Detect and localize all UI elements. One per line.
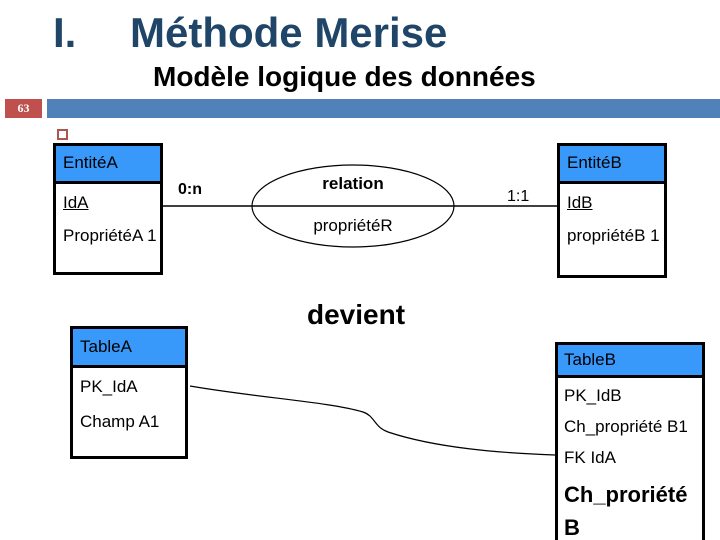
transform-label: devient xyxy=(307,299,406,330)
entity-b-identifier: IdB xyxy=(567,193,593,212)
entity-a-body: IdA PropriétéA 1 xyxy=(56,184,160,246)
table-b-body: PK_IdB Ch_propriété B1 FK IdA Ch_proriét… xyxy=(558,378,702,540)
table-a-body: PK_IdA Champ A1 xyxy=(73,368,185,432)
table-b-header: TableB xyxy=(558,345,702,378)
entity-a-box: EntitéA IdA PropriétéA 1 xyxy=(53,143,163,275)
entity-a-attribute: PropriétéA 1 xyxy=(63,226,157,245)
table-a-field: PK_IdA xyxy=(80,377,138,396)
relation-ellipse xyxy=(251,164,455,248)
slide-number-badge: 63 xyxy=(5,99,42,118)
header-divider-bar xyxy=(47,99,720,118)
table-b-field: Ch_propriété B1 xyxy=(564,417,688,436)
table-b-field: FK IdA xyxy=(564,448,616,467)
cardinality-right: 1:1 xyxy=(507,188,530,205)
table-b-emphasized-field: Ch_proriété B xyxy=(564,482,688,540)
entity-a-identifier: IdA xyxy=(63,193,89,212)
page-subtitle: Modèle logique des données xyxy=(153,61,536,92)
table-link-curve xyxy=(189,385,556,456)
relation-name: relation xyxy=(322,174,384,193)
bullet-square-icon xyxy=(57,129,68,140)
cardinality-left: 0:n xyxy=(178,181,202,198)
table-a-box: TableA PK_IdA Champ A1 xyxy=(70,326,188,459)
entity-b-header: EntitéB xyxy=(560,146,664,184)
table-a-header: TableA xyxy=(73,329,185,368)
table-b-field: PK_IdB xyxy=(564,386,622,405)
entity-b-attribute: propriétéB 1 xyxy=(567,226,660,245)
relation-attribute: propriétéR xyxy=(313,216,393,235)
section-number: I. xyxy=(53,9,77,56)
entity-a-header: EntitéA xyxy=(56,146,160,184)
table-b-box: TableB PK_IdB Ch_propriété B1 FK IdA Ch_… xyxy=(555,342,705,540)
entity-b-box: EntitéB IdB propriétéB 1 xyxy=(557,143,667,278)
page-title: Méthode Merise xyxy=(130,9,448,56)
entity-b-body: IdB propriétéB 1 xyxy=(560,184,664,246)
table-a-field: Champ A1 xyxy=(80,412,160,431)
